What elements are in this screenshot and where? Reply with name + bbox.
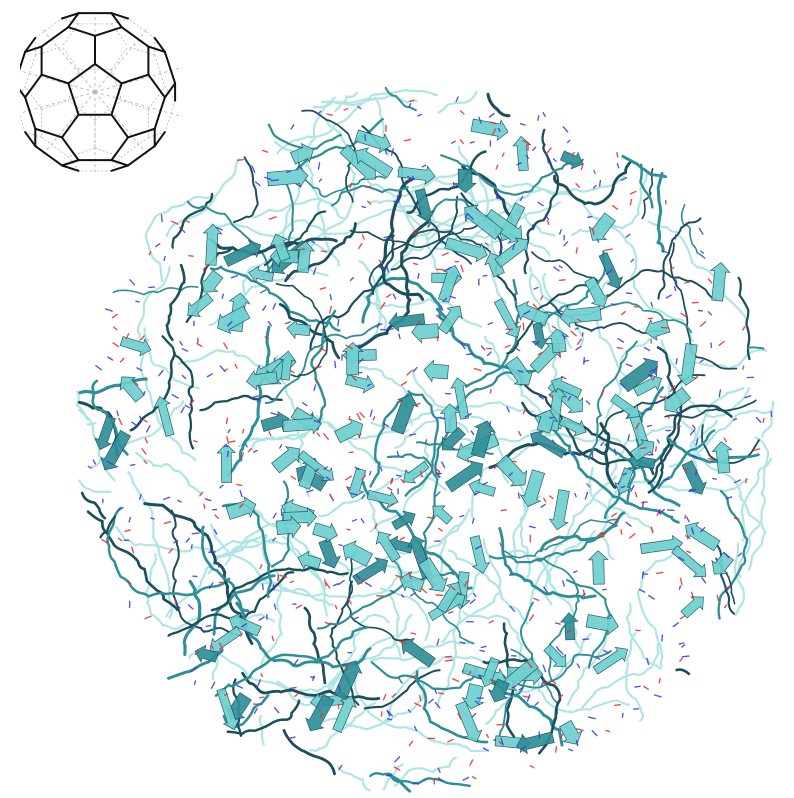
polyhedron-edges (20, 13, 175, 171)
cage-ribbon-layer (79, 88, 771, 791)
symmetry-axes (20, 12, 182, 172)
truncated-icosahedron-icon (20, 4, 210, 174)
